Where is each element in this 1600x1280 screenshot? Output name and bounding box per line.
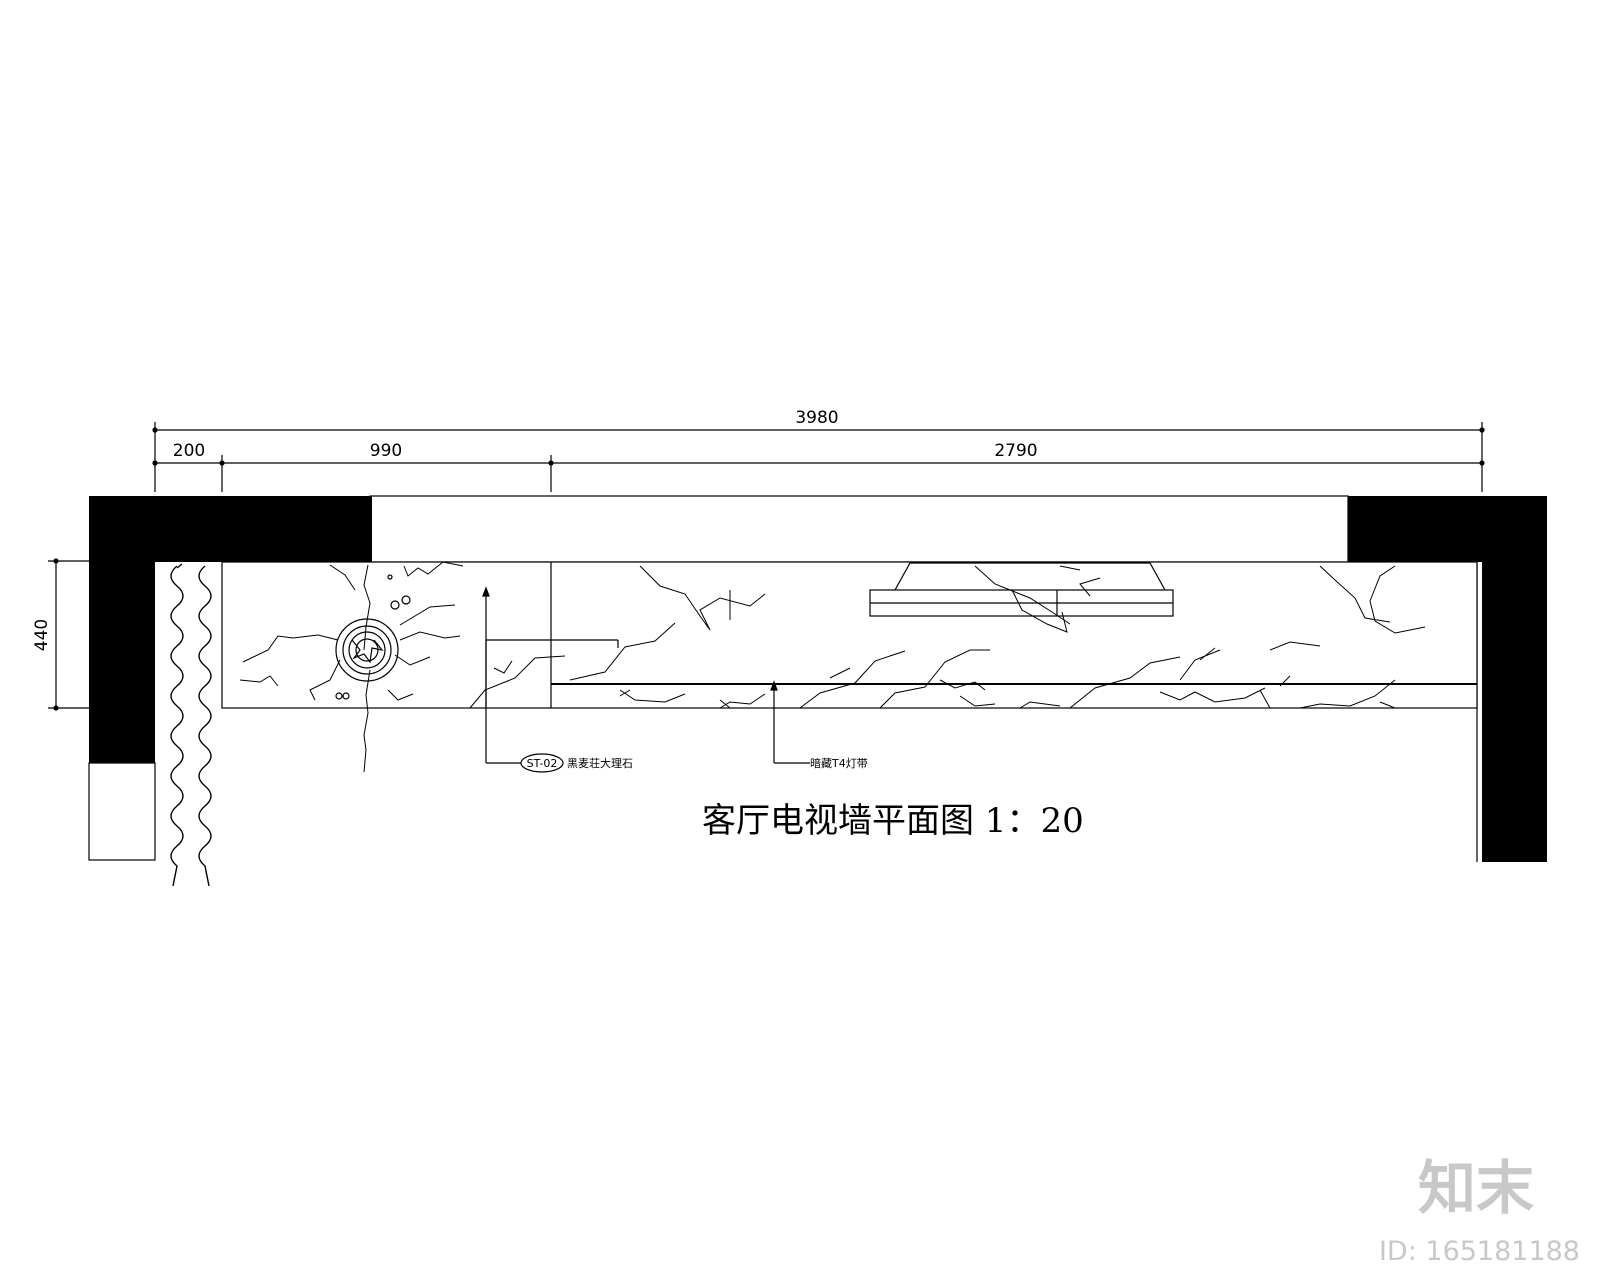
light-strip-label: 暗藏T4灯带 xyxy=(810,756,868,770)
drawing-title: 客厅电视墙平面图 1：20 xyxy=(702,801,1084,841)
callout-leaders xyxy=(482,586,810,764)
left-wall xyxy=(89,496,372,763)
left-wall-opening xyxy=(88,762,156,861)
walls xyxy=(88,495,1547,862)
dim-left-label: 200 xyxy=(173,441,205,461)
curtain-left xyxy=(170,563,184,887)
dim-right-label: 2790 xyxy=(994,441,1037,461)
dimension-lines xyxy=(48,422,1483,709)
material-label: 黑麦荘大理石 xyxy=(567,756,633,770)
dimension-ticks xyxy=(53,427,1485,711)
watermark-logo: 知末 xyxy=(1418,1154,1534,1222)
ceiling-fixture xyxy=(869,562,1174,617)
watermark-id: ID: 165181188 xyxy=(1379,1236,1580,1267)
material-tag: ST-02 xyxy=(527,757,558,770)
curtain-right xyxy=(198,565,212,887)
tv-wall-panel xyxy=(221,561,1478,709)
right-wall xyxy=(1348,496,1547,862)
marble-veins xyxy=(239,561,1426,773)
soffit-outline xyxy=(369,495,1349,563)
dim-overall-label: 3980 xyxy=(795,408,838,428)
material-tag-bubble xyxy=(520,753,564,773)
dim-mid-label: 990 xyxy=(370,441,402,461)
dim-depth-label: 440 xyxy=(32,619,52,651)
